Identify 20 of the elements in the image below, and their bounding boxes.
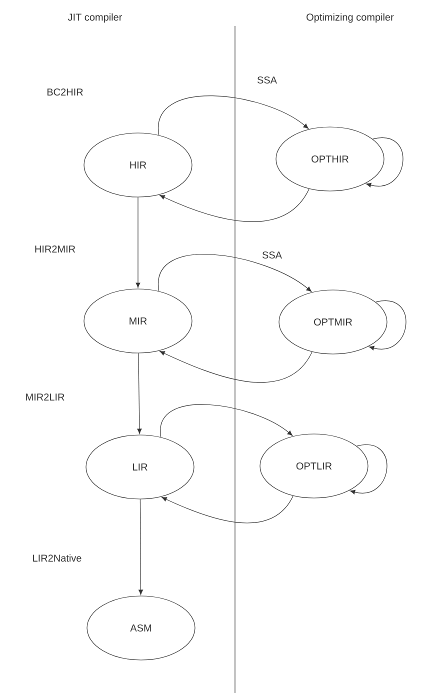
stage-label: MIR2LIR [26,394,64,400]
arrow [138,499,144,595]
edge-label: SSA [256,75,278,85]
edge-label: SSA [261,250,283,260]
arrow [366,137,404,188]
arrow [160,351,312,383]
arrow [368,300,406,350]
arrow [137,353,142,434]
stage-label: BC2HIR [47,88,83,96]
arrow [162,496,294,524]
stage-label: LIR2Native [33,554,82,562]
arrow [158,254,312,292]
arrow [350,444,388,494]
stage-label: JIT compiler [68,13,122,23]
arrow [160,404,293,438]
arrow [158,96,309,136]
arrow [160,188,310,222]
arrow [136,197,140,288]
stage-label: HIR2MIR [35,246,76,252]
stage-label: Optimizing compiler [306,13,394,23]
